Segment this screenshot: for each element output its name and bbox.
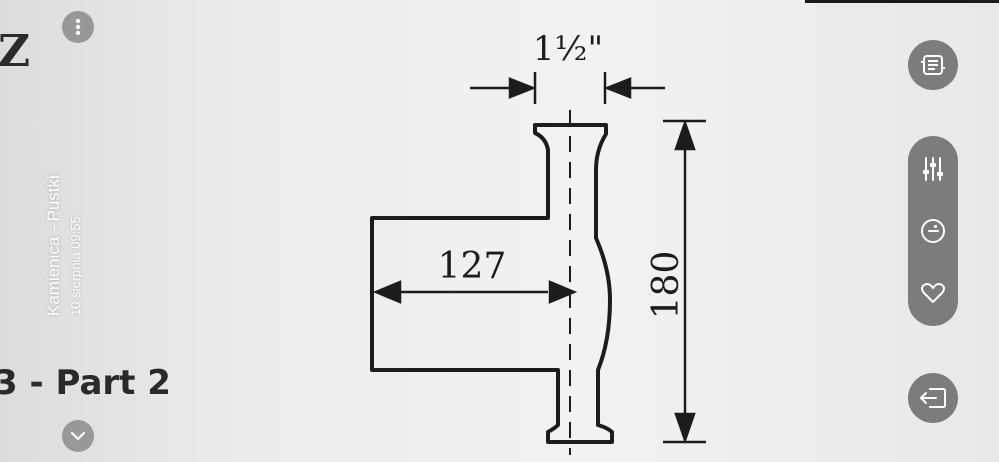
width-dimension — [470, 72, 665, 104]
sliders-icon — [923, 157, 943, 181]
notification-title: Kamienica - Pustki — [44, 175, 63, 316]
expand-button[interactable] — [62, 420, 94, 452]
length-dimension-label: 127 — [438, 246, 507, 287]
details-button[interactable] — [908, 206, 958, 256]
info-icon — [921, 219, 945, 243]
chevron-down-icon — [70, 431, 86, 441]
length-dimension — [372, 280, 578, 304]
heart-icon — [921, 283, 945, 303]
document-part-label: 3 - Part 2 — [0, 363, 171, 403]
text-extract-icon — [921, 55, 945, 75]
document-heading-fragment: Z — [0, 26, 31, 77]
text-extract-button[interactable] — [908, 40, 958, 90]
width-dimension-label: 1½" — [533, 29, 603, 69]
more-vertical-icon — [75, 18, 81, 36]
more-options-button[interactable] — [62, 11, 94, 43]
height-dimension — [663, 119, 706, 444]
action-panel — [908, 136, 958, 326]
paper-edge — [805, 0, 999, 3]
height-dimension-label: 180 — [646, 251, 687, 320]
adjust-button[interactable] — [908, 144, 958, 194]
part-outline — [370, 123, 614, 444]
share-button[interactable] — [908, 373, 958, 423]
share-exit-icon — [920, 388, 946, 408]
notification-timestamp: 10 sierpnia 09:55 — [68, 216, 83, 316]
favorite-button[interactable] — [908, 268, 958, 318]
